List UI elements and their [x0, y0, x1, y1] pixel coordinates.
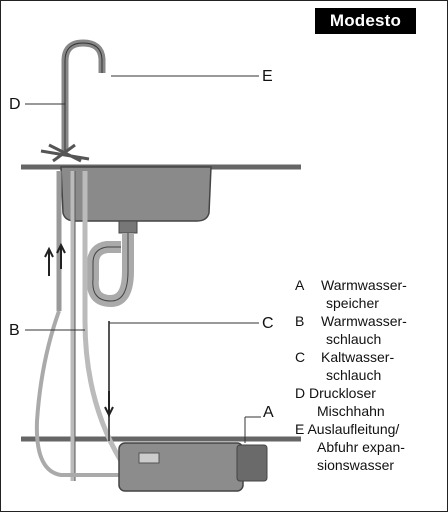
legend-item-b: B Warmwasser- schlauch — [295, 312, 445, 348]
legend-text-cont: schlauch — [326, 367, 382, 383]
legend-text: Warmwasser- — [321, 313, 407, 329]
legend-text: Warmwasser- — [321, 277, 407, 293]
legend-key: D — [295, 385, 306, 401]
faucet-spout — [61, 39, 106, 151]
flex-hose — [34, 310, 121, 477]
water-heater — [118, 442, 244, 492]
callout-e: E — [262, 68, 273, 85]
legend-item-a: A Warmwasser- speicher — [295, 276, 445, 312]
legend-text-cont: sionswasser — [317, 457, 395, 473]
legend-item-c: C Kaltwasser- schlauch — [295, 348, 445, 384]
drain-trap — [86, 233, 134, 308]
sink-drain — [118, 220, 138, 234]
legend-text-cont: speicher — [326, 295, 379, 311]
faucet-handles — [40, 143, 90, 163]
callout-a: A — [263, 404, 274, 421]
callout-b: B — [9, 322, 20, 339]
legend-text: Auslaufleitung/ — [307, 421, 400, 437]
callout-d: D — [9, 96, 21, 113]
arrow-down — [104, 391, 114, 418]
legend-key: E — [295, 421, 305, 437]
legend-key: B — [295, 313, 305, 329]
legend-text-cont: schlauch — [326, 331, 382, 347]
legend-key: A — [295, 277, 305, 293]
arrow-up-2 — [56, 242, 66, 269]
hot-water-hose — [82, 320, 161, 464]
callout-c: C — [262, 315, 274, 332]
legend-text: Kaltwasser- — [321, 349, 395, 365]
arrow-up-1 — [44, 246, 54, 276]
sink-basin — [60, 166, 212, 222]
legend-key: C — [295, 349, 306, 365]
legend-item-d: D Druckloser Mischhahn — [295, 384, 445, 420]
legend-item-e: E Auslaufleitung/ Abfuhr expan- sionswas… — [295, 420, 445, 474]
legend-text: Druckloser — [309, 385, 376, 401]
brand-label: Modesto — [315, 8, 416, 34]
legend-text-cont: Abfuhr expan- — [317, 439, 405, 455]
legend-text-cont: Mischhahn — [317, 403, 385, 419]
legend: A Warmwasser- speicher B Warmwasser- schla… — [295, 276, 445, 474]
